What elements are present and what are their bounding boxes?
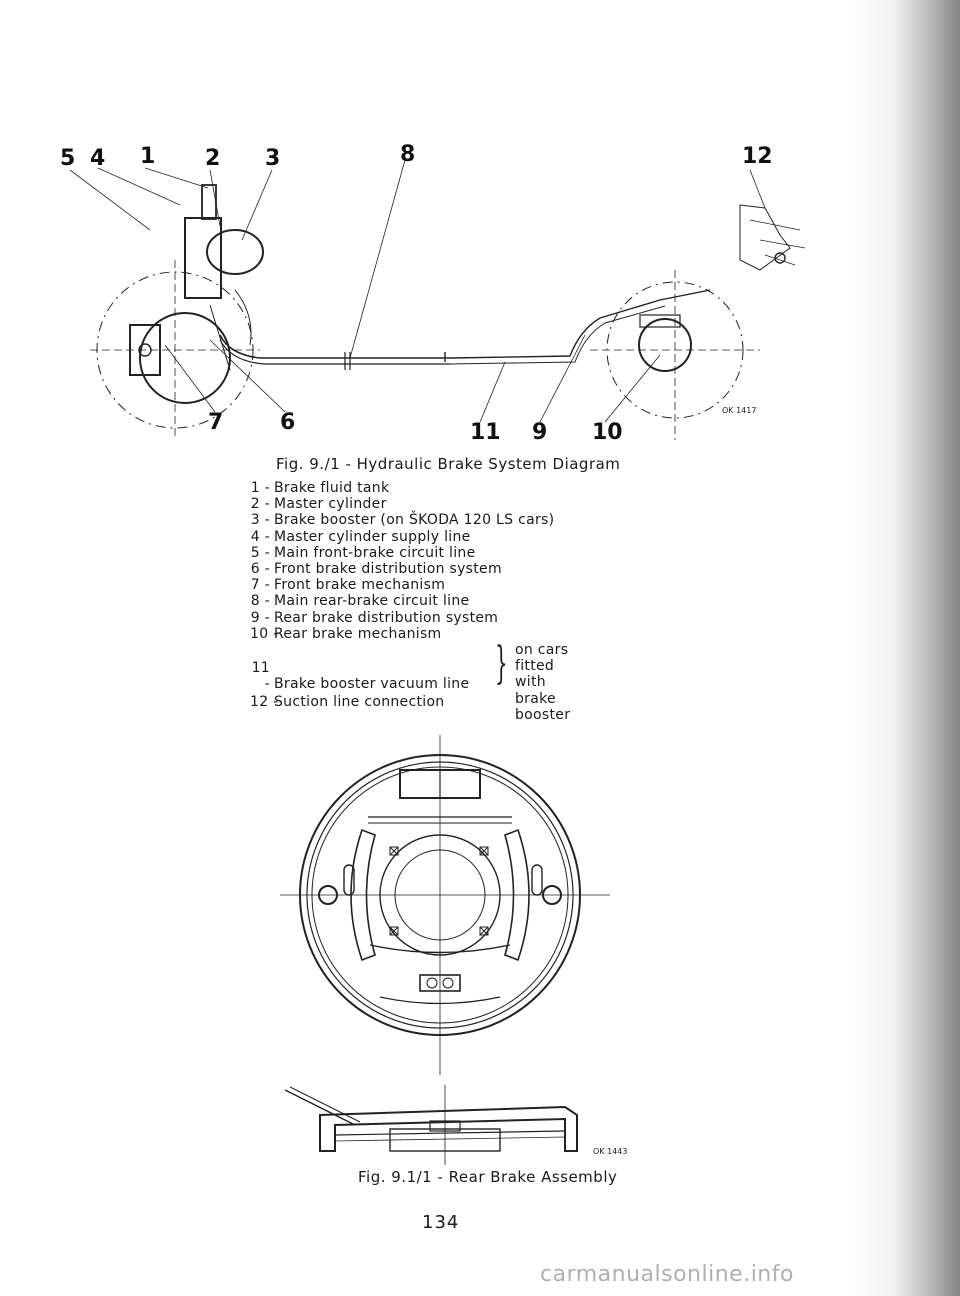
- legend-item: 7 -Front brake mechanism: [250, 577, 446, 594]
- callout-1: 1: [140, 144, 156, 169]
- watermark: carmanualsonline.info: [540, 1262, 794, 1287]
- page-number: 134: [422, 1212, 460, 1233]
- rear-brake-drawing: [280, 735, 610, 1075]
- legend-item-11-note: on cars fitted with brake booster: [515, 642, 571, 723]
- callout-8: 8: [400, 142, 416, 167]
- callout-12: 12: [742, 144, 773, 169]
- hydraulic-brake-drawing: [69, 159, 806, 440]
- callout-7: 7: [208, 410, 224, 435]
- callout-2: 2: [205, 146, 221, 171]
- figure2-code: OK 1443: [593, 1147, 628, 1156]
- legend-item: 10 -Rear brake mechanism: [250, 625, 442, 642]
- legend-item: 8 -Main rear-brake circuit line: [250, 593, 470, 610]
- rear-brake-section-view: OK 1443: [284, 1085, 645, 1165]
- legend-item: 5 -Main front-brake circuit line: [250, 544, 476, 561]
- callout-4: 4: [90, 146, 106, 171]
- legend-list: 1 -Brake fluid tank 2 -Master cylinder 3…: [250, 480, 571, 723]
- legend-item-11: 11 -Brake booster vacuum line } on cars …: [251, 638, 571, 723]
- legend-item: 1 -Brake fluid tank: [250, 480, 390, 496]
- legend-item-12: 12 -Suction line connection: [250, 694, 445, 711]
- legend-item: 6 -Front brake distribution system: [250, 561, 502, 578]
- legend-item: 2 -Master cylinder: [250, 496, 387, 513]
- callout-9: 9: [532, 420, 548, 445]
- callout-5: 5: [60, 146, 76, 171]
- callout-11: 11: [470, 420, 501, 445]
- rear-brake-front-view: [280, 735, 620, 1075]
- legend-item: 9 -Rear brake distribution system: [250, 609, 499, 626]
- figure1-caption: Fig. 9./1 - Hydraulic Brake System Diagr…: [276, 455, 621, 473]
- legend-item: 4 -Master cylinder supply line: [250, 528, 471, 545]
- legend-item: 3 -Brake booster (on ŠKODA 120 LS cars): [250, 512, 555, 529]
- callout-10: 10: [592, 420, 623, 445]
- hydraulic-brake-diagram: 5 4 1 2 3 8 12 7 6 11 9 10 OK 1417: [60, 130, 840, 450]
- page-edge-shadow: [850, 0, 960, 1296]
- figure2-caption: Fig. 9.1/1 - Rear Brake Assembly: [358, 1168, 618, 1186]
- figure1-code: OK 1417: [722, 406, 757, 415]
- callout-6: 6: [280, 410, 296, 435]
- rear-brake-section-drawing: [284, 1085, 578, 1165]
- callout-3: 3: [265, 146, 281, 171]
- brace-glyph: }: [495, 638, 508, 690]
